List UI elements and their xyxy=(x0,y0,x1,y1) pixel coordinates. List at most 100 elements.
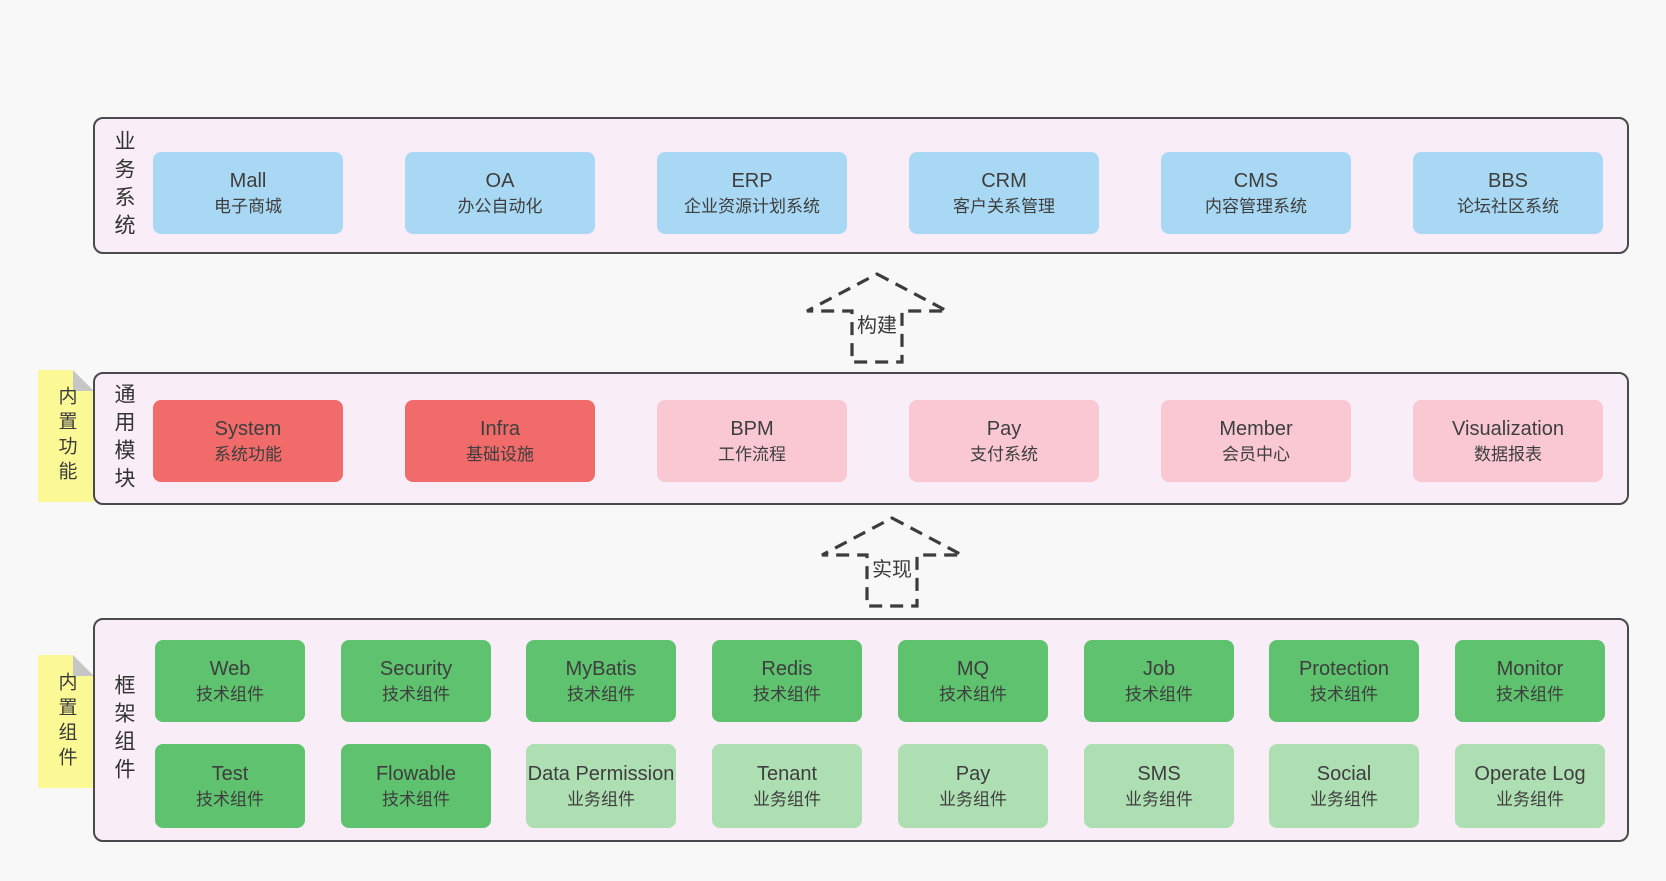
sticky-note-built-in-components: 内置组件 xyxy=(38,655,94,788)
node-title: Protection xyxy=(1298,657,1390,680)
node-flowable: Flowable 技术组件 xyxy=(341,744,491,828)
node-data-permission: Data Permission 业务组件 xyxy=(526,744,676,828)
node-title: OA xyxy=(485,169,515,192)
node-mybatis: MyBatis 技术组件 xyxy=(526,640,676,722)
node-subtitle: 企业资源计划系统 xyxy=(684,196,820,216)
node-crm: CRM 客户关系管理 xyxy=(909,152,1099,234)
node-title: BBS xyxy=(1487,169,1529,192)
node-title: Tenant xyxy=(756,762,818,785)
node-subtitle: 电子商城 xyxy=(214,196,282,216)
sticky-note-built-in-features: 内置功能 xyxy=(38,370,94,502)
node-sms: SMS 业务组件 xyxy=(1084,744,1234,828)
node-title: Job xyxy=(1142,657,1176,680)
node-subtitle: 数据报表 xyxy=(1474,444,1542,464)
node-subtitle: 技术组件 xyxy=(1496,684,1564,704)
node-bpm: BPM 工作流程 xyxy=(657,400,847,482)
node-subtitle: 会员中心 xyxy=(1222,444,1290,464)
node-social: Social 业务组件 xyxy=(1269,744,1419,828)
node-title: Pay xyxy=(955,762,991,785)
node-title: Web xyxy=(209,657,251,680)
dashed-up-arrow-icon xyxy=(806,272,948,364)
node-subtitle: 基础设施 xyxy=(466,444,534,464)
node-subtitle: 技术组件 xyxy=(939,684,1007,704)
node-title: MQ xyxy=(956,657,990,680)
node-title: ERP xyxy=(731,169,773,192)
node-title: BPM xyxy=(730,417,774,440)
node-title: Security xyxy=(379,657,453,680)
node-mq: MQ 技术组件 xyxy=(898,640,1048,722)
node-system: System 系统功能 xyxy=(153,400,343,482)
node-title: Test xyxy=(211,762,249,785)
dashed-up-arrow-icon xyxy=(821,516,963,608)
node-oa: OA 办公自动化 xyxy=(405,152,595,234)
node-operate-log: Operate Log 业务组件 xyxy=(1455,744,1605,828)
node-job: Job 技术组件 xyxy=(1084,640,1234,722)
node-pay-component: Pay 业务组件 xyxy=(898,744,1048,828)
band-framework-components: 框架组件 Web 技术组件 Security 技术组件 MyBatis 技术组件… xyxy=(93,618,1629,842)
node-subtitle: 技术组件 xyxy=(382,684,450,704)
node-title: Social xyxy=(1316,762,1372,785)
node-title: Monitor xyxy=(1496,657,1564,680)
node-cms: CMS 内容管理系统 xyxy=(1161,152,1351,234)
node-security: Security 技术组件 xyxy=(341,640,491,722)
node-title: CMS xyxy=(1233,169,1279,192)
node-title: Infra xyxy=(479,417,521,440)
band-business-systems: 业务系统 Mall 电子商城 OA 办公自动化 ERP 企业资源计划系统 CRM… xyxy=(93,117,1629,254)
node-title: System xyxy=(214,417,282,440)
node-title: MyBatis xyxy=(565,657,637,680)
band-common-modules: 通用模块 System 系统功能 Infra 基础设施 BPM 工作流程 Pay… xyxy=(93,372,1629,505)
node-title: Data Permission xyxy=(527,762,675,785)
node-subtitle: 系统功能 xyxy=(214,444,282,464)
node-member: Member 会员中心 xyxy=(1161,400,1351,482)
node-visualization: Visualization 数据报表 xyxy=(1413,400,1603,482)
node-protection: Protection 技术组件 xyxy=(1269,640,1419,722)
node-subtitle: 办公自动化 xyxy=(457,196,543,216)
node-subtitle: 业务组件 xyxy=(1310,789,1378,809)
node-subtitle: 业务组件 xyxy=(753,789,821,809)
sticky-note-text: 内置组件 xyxy=(55,671,77,772)
node-redis: Redis 技术组件 xyxy=(712,640,862,722)
arrow-implement: 实现 xyxy=(820,516,964,608)
band-label: 业务系统 xyxy=(112,129,135,242)
sticky-note-text: 内置功能 xyxy=(55,386,77,486)
band-label: 通用模块 xyxy=(112,382,135,495)
node-subtitle: 业务组件 xyxy=(1125,789,1193,809)
node-subtitle: 技术组件 xyxy=(1125,684,1193,704)
node-title: Member xyxy=(1219,417,1293,440)
node-title: Visualization xyxy=(1452,417,1564,440)
node-subtitle: 业务组件 xyxy=(939,789,1007,809)
node-mall: Mall 电子商城 xyxy=(153,152,343,234)
node-subtitle: 技术组件 xyxy=(753,684,821,704)
node-subtitle: 业务组件 xyxy=(1496,789,1564,809)
node-tenant: Tenant 业务组件 xyxy=(712,744,862,828)
node-title: CRM xyxy=(981,169,1027,192)
band-label: 框架组件 xyxy=(112,674,135,786)
node-pay-system: Pay 支付系统 xyxy=(909,400,1099,482)
node-subtitle: 技术组件 xyxy=(567,684,635,704)
node-bbs: BBS 论坛社区系统 xyxy=(1413,152,1603,234)
arrow-label: 构建 xyxy=(855,309,899,338)
arrow-build: 构建 xyxy=(805,272,949,364)
node-subtitle: 论坛社区系统 xyxy=(1457,196,1559,216)
arrow-label: 实现 xyxy=(870,553,914,582)
node-subtitle: 技术组件 xyxy=(1310,684,1378,704)
node-subtitle: 工作流程 xyxy=(718,444,786,464)
node-title: SMS xyxy=(1137,762,1181,785)
node-web: Web 技术组件 xyxy=(155,640,305,722)
node-subtitle: 技术组件 xyxy=(382,789,450,809)
node-subtitle: 支付系统 xyxy=(970,444,1038,464)
node-subtitle: 技术组件 xyxy=(196,684,264,704)
node-subtitle: 客户关系管理 xyxy=(953,196,1055,216)
node-erp: ERP 企业资源计划系统 xyxy=(657,152,847,234)
node-subtitle: 内容管理系统 xyxy=(1205,196,1307,216)
node-title: Pay xyxy=(986,417,1022,440)
node-title: Operate Log xyxy=(1474,762,1586,785)
node-subtitle: 业务组件 xyxy=(567,789,635,809)
node-infra: Infra 基础设施 xyxy=(405,400,595,482)
node-title: Redis xyxy=(761,657,813,680)
node-monitor: Monitor 技术组件 xyxy=(1455,640,1605,722)
node-subtitle: 技术组件 xyxy=(196,789,264,809)
node-test: Test 技术组件 xyxy=(155,744,305,828)
node-title: Mall xyxy=(229,169,267,192)
node-title: Flowable xyxy=(375,762,457,785)
